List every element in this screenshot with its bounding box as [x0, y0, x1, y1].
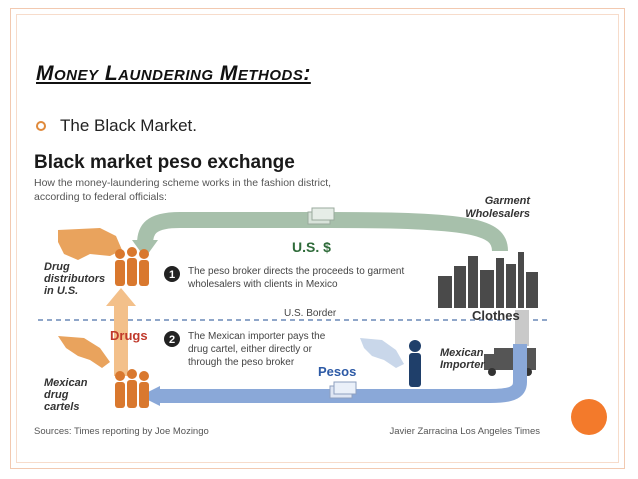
- step1-badge: [164, 266, 180, 282]
- drugs-flow-arrow: [106, 288, 136, 376]
- peso-bundle-icon: [329, 381, 357, 399]
- garment-wholesalers-1: Garment: [485, 195, 532, 207]
- slide-frame: [10, 8, 625, 469]
- step2-text-3: through the peso broker: [188, 357, 295, 368]
- cartels-2: drug: [44, 389, 69, 401]
- pesos-flow-arrow: [140, 344, 527, 406]
- diagram-heading: Black market peso exchange: [34, 152, 295, 173]
- slide-inner-frame: [16, 14, 619, 463]
- usd-flow-arrow: [132, 212, 508, 258]
- mexican-importer-figure: [409, 340, 421, 387]
- step2-text-2: drug cartel, either directly or: [188, 344, 313, 355]
- peso-exchange-diagram: Black market peso exchange How the money…: [34, 152, 550, 437]
- step2-number: 2: [169, 334, 175, 346]
- drugs-label: Drugs: [110, 328, 148, 343]
- diagram-subheading-1: How the money-laundering scheme works in…: [34, 177, 331, 189]
- usd-label: U.S. $: [292, 239, 331, 255]
- clothes-label: Clothes: [472, 308, 520, 323]
- mexican-importer-1: Mexican: [440, 347, 484, 359]
- drug-distributors-figures: [115, 247, 149, 286]
- bullet-text: The Black Market.: [60, 116, 197, 135]
- pesos-label: Pesos: [318, 364, 356, 379]
- truck-icon: [484, 348, 536, 376]
- cartels-3: cartels: [44, 401, 79, 413]
- step1-number: 1: [169, 269, 175, 281]
- step2-text-1: The Mexican importer pays the: [188, 331, 326, 342]
- mexico-map-icon: [58, 336, 110, 368]
- step1-text-1: The peso broker directs the proceeds to …: [188, 266, 404, 277]
- cartels-1: Mexican: [44, 377, 88, 389]
- drug-distributors-3: in U.S.: [44, 285, 78, 297]
- sources-line: Sources: Times reporting by Joe Mozingo: [34, 426, 209, 437]
- step1-text-2: wholesalers with clients in Mexico: [187, 279, 338, 290]
- diagram-subheading-2: according to federal officials:: [34, 191, 167, 203]
- garment-wholesalers-2: Wholesalers: [465, 208, 530, 220]
- drug-distributors-1: Drug: [44, 261, 70, 273]
- mexican-importer-2: Importer: [440, 359, 485, 371]
- drug-cartels-figures: [115, 369, 149, 408]
- bullet-item: The Black Market.: [36, 116, 197, 136]
- step2-badge: [164, 331, 180, 347]
- slide-title: Money Laundering Methods:: [36, 62, 311, 85]
- us-map-icon: [58, 228, 122, 260]
- city-skyline-icon: [438, 252, 538, 308]
- decorative-orange-circle: [571, 399, 607, 435]
- cash-bundle-icon: [307, 207, 335, 225]
- ring-bullet-icon: [36, 121, 46, 131]
- drug-distributors-2: distributors: [44, 273, 105, 285]
- mexico-map-small-icon: [360, 338, 404, 368]
- credit-line: Javier Zarracina Los Angeles Times: [390, 426, 541, 437]
- us-border-label: U.S. Border: [284, 308, 337, 319]
